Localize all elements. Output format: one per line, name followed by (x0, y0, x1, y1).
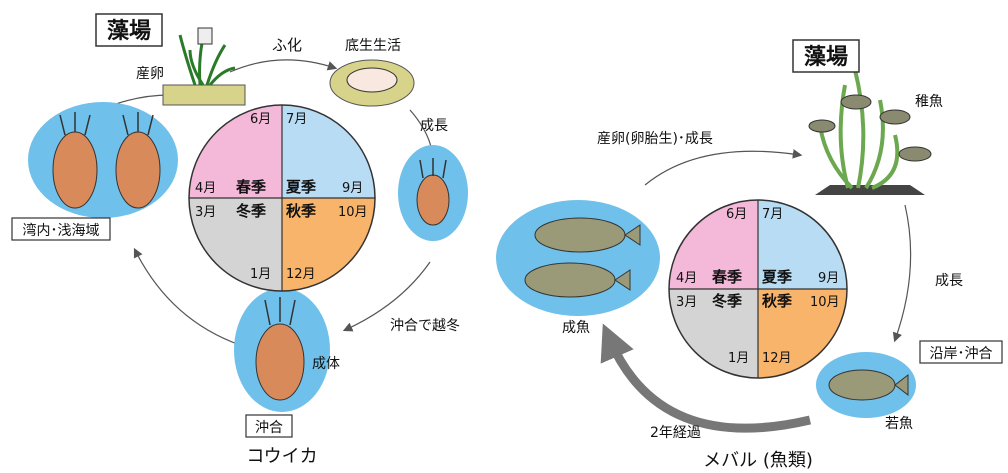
squid-month-oct: 10月 (338, 205, 368, 220)
squid-season-summer: 夏季 (285, 178, 316, 196)
mebaru-season-summer: 夏季 (761, 268, 792, 286)
squid-month-jan: 1月 (250, 267, 271, 282)
squid-seaweed-label: 藻場 (107, 19, 151, 44)
coast-offshore-label: 沿岸･沖合 (930, 346, 993, 362)
juvenile-label: 稚魚 (915, 94, 943, 110)
squid-season-autumn: 秋季 (286, 202, 316, 220)
squid-month-jul: 7月 (286, 112, 307, 127)
benthic-label: 底生生活 (345, 38, 401, 54)
mebaru-season-circle (668, 199, 848, 379)
mebaru-season-autumn: 秋季 (762, 292, 792, 310)
squid-labels: 藻場 産卵 ふ化 底生生活 成長 沖合で越冬 成体 沖合 湾内･浅海域 コウイカ… (11, 13, 460, 467)
squid-growth-label: 成長 (420, 118, 448, 134)
mebaru-month-sep: 9月 (818, 271, 839, 286)
mebaru-month-apr: 4月 (676, 271, 697, 286)
offshore-label: 沖合 (255, 420, 283, 436)
young-fish-label: 若魚 (885, 416, 913, 432)
mebaru-season-spring: 春季 (712, 268, 742, 286)
bay-label: 湾内･浅海域 (23, 222, 100, 239)
squid-month-apr: 4月 (195, 181, 216, 196)
mebaru-cycle-arrows (644, 149, 912, 343)
two-year-arrow (600, 323, 812, 433)
mebaru-month-jun: 6月 (726, 207, 747, 222)
juvenile-squid-icon (398, 145, 468, 241)
mebaru-growth-label: 成長 (935, 273, 963, 289)
mebaru-month-jan: 1月 (728, 351, 749, 366)
spawn-growth-label: 産卵(卵胎生)･成長 (597, 131, 713, 147)
hatch-label: ふ化 (272, 36, 302, 54)
squid-month-dec: 12月 (286, 267, 316, 282)
squid-adult-label: 成体 (312, 356, 340, 372)
squid-name: コウイカ (246, 446, 317, 467)
bay-squids-icon (28, 102, 178, 218)
benthic-squid-icon (329, 59, 415, 107)
squid-month-mar: 3月 (195, 205, 216, 220)
seaweed-eggs-icon (162, 27, 246, 106)
squid-month-jun: 6月 (250, 112, 271, 127)
young-fish-icon (816, 352, 916, 418)
mebaru-seaweed-label: 藻場 (804, 45, 848, 70)
two-years-label: 2年経過 (650, 425, 701, 441)
offshore-winter-label: 沖合で越冬 (390, 318, 460, 334)
squid-season-circle (188, 104, 376, 292)
squid-season-winter: 冬季 (236, 202, 266, 220)
adult-fish-icon (496, 200, 660, 316)
adult-fish-label: 成魚 (562, 320, 590, 336)
mebaru-month-dec: 12月 (762, 351, 792, 366)
mebaru-month-jul: 7月 (762, 207, 783, 222)
mebaru-labels: 藻場 稚魚 産卵(卵胎生)･成長 成長 沿岸･沖合 若魚 成魚 2年経過 メバル… (562, 39, 1003, 471)
seaweed-juveniles-icon (808, 69, 932, 195)
lay-eggs-label: 産卵 (136, 66, 164, 82)
mebaru-month-mar: 3月 (676, 295, 697, 310)
mebaru-name: メバル (魚類) (703, 450, 813, 471)
adult-squid-icon (234, 288, 330, 412)
mebaru-month-oct: 10月 (810, 295, 840, 310)
mebaru-season-winter: 冬季 (712, 292, 742, 310)
squid-season-spring: 春季 (236, 178, 266, 196)
squid-month-sep: 9月 (342, 181, 363, 196)
